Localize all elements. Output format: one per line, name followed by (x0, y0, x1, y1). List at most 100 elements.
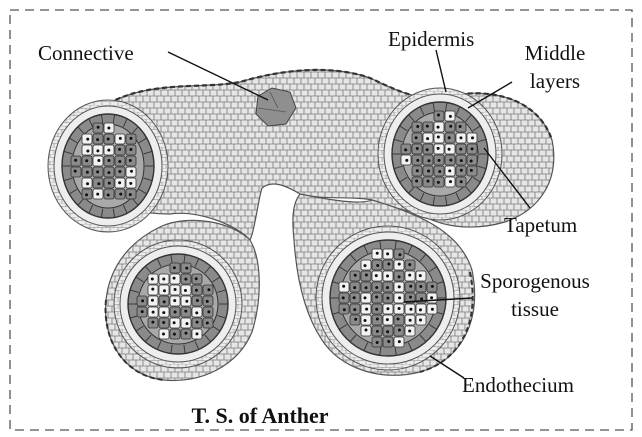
cell-nucleus (375, 296, 378, 299)
epidermis-label: Epidermis (388, 28, 474, 51)
cell-nucleus (195, 289, 198, 292)
cell-nucleus (386, 274, 389, 277)
cell-nucleus (386, 307, 389, 310)
cell-nucleus (470, 169, 473, 172)
cell-nucleus (416, 147, 419, 150)
cell-nucleus (409, 296, 412, 299)
cell-nucleus (415, 180, 418, 183)
cell-nucleus (431, 285, 434, 288)
cell-nucleus (431, 308, 434, 311)
cell-nucleus (129, 159, 132, 162)
cell-nucleus (460, 180, 463, 183)
cell-nucleus (184, 278, 187, 281)
cell-nucleus (207, 288, 210, 291)
cell-nucleus (129, 137, 132, 140)
cell-nucleus (185, 300, 188, 303)
cell-nucleus (426, 148, 429, 151)
middle-layers-label-line1: Middle (510, 42, 600, 65)
cell-nucleus (364, 296, 367, 299)
cell-nucleus (449, 115, 452, 118)
cell-nucleus (437, 159, 440, 162)
cell-nucleus (74, 159, 77, 162)
tapetum-label: Tapetum (504, 214, 577, 237)
cell-nucleus (162, 321, 165, 324)
cell-nucleus (151, 288, 154, 291)
cell-nucleus (449, 159, 452, 162)
cell-nucleus (437, 136, 440, 139)
cell-nucleus (174, 288, 177, 291)
cell-nucleus (86, 182, 89, 185)
middle-layers-label-line2: layers (510, 70, 600, 93)
cell-nucleus (364, 264, 367, 267)
cell-nucleus (376, 341, 379, 344)
cell-nucleus (437, 181, 440, 184)
cell-nucleus (129, 182, 132, 185)
cell-nucleus (459, 125, 462, 128)
cell-nucleus (163, 300, 166, 303)
cell-nucleus (174, 311, 177, 314)
cell-nucleus (97, 126, 100, 129)
cell-nucleus (471, 147, 474, 150)
cell-nucleus (427, 170, 430, 173)
cell-nucleus (107, 171, 110, 174)
cell-nucleus (173, 266, 176, 269)
cell-nucleus (471, 136, 474, 139)
cell-nucleus (86, 149, 89, 152)
cell-nucleus (108, 182, 111, 185)
cell-nucleus (448, 148, 451, 151)
cell-nucleus (409, 285, 412, 288)
cell-nucleus (409, 308, 412, 311)
cell-nucleus (376, 318, 379, 321)
cell-nucleus (420, 297, 423, 300)
cell-nucleus (342, 296, 345, 299)
cell-nucleus (151, 299, 154, 302)
cell-nucleus (119, 137, 122, 140)
cell-nucleus (427, 180, 430, 183)
cell-nucleus (376, 264, 379, 267)
cell-nucleus (353, 296, 356, 299)
cell-nucleus (343, 308, 346, 311)
cell-nucleus (365, 308, 368, 311)
cell-nucleus (107, 149, 110, 152)
cell-nucleus (449, 180, 452, 183)
cell-nucleus (408, 330, 411, 333)
cell-nucleus (405, 159, 408, 162)
cell-nucleus (195, 311, 198, 314)
sporogenous-label-line2: tissue (470, 298, 600, 321)
cell-nucleus (448, 136, 451, 139)
cell-nucleus (96, 149, 99, 152)
cell-nucleus (426, 125, 429, 128)
cell-nucleus (415, 136, 418, 139)
cell-nucleus (86, 138, 89, 141)
cell-nucleus (438, 170, 441, 173)
cell-nucleus (470, 159, 473, 162)
cell-nucleus (74, 170, 77, 173)
cell-nucleus (437, 126, 440, 129)
cell-nucleus (354, 274, 357, 277)
cell-nucleus (141, 310, 144, 313)
cell-nucleus (430, 296, 433, 299)
cell-nucleus (398, 307, 401, 310)
cell-nucleus (404, 148, 407, 151)
cell-nucleus (437, 147, 440, 150)
cell-nucleus (426, 137, 429, 140)
cell-nucleus (375, 286, 378, 289)
cell-nucleus (408, 274, 411, 277)
cell-nucleus (162, 278, 165, 281)
cell-nucleus (185, 322, 188, 325)
cell-nucleus (163, 289, 166, 292)
cell-nucleus (427, 159, 430, 162)
cell-nucleus (96, 193, 99, 196)
cell-nucleus (97, 182, 100, 185)
cell-nucleus (173, 333, 176, 336)
cell-nucleus (398, 275, 401, 278)
microsporangium-lower-right (316, 226, 460, 370)
cell-nucleus (184, 289, 187, 292)
cell-nucleus (207, 310, 210, 313)
cell-nucleus (118, 181, 121, 184)
cell-nucleus (129, 193, 132, 196)
cell-nucleus (354, 318, 357, 321)
cell-nucleus (130, 170, 133, 173)
cell-nucleus (419, 308, 422, 311)
cell-nucleus (416, 125, 419, 128)
